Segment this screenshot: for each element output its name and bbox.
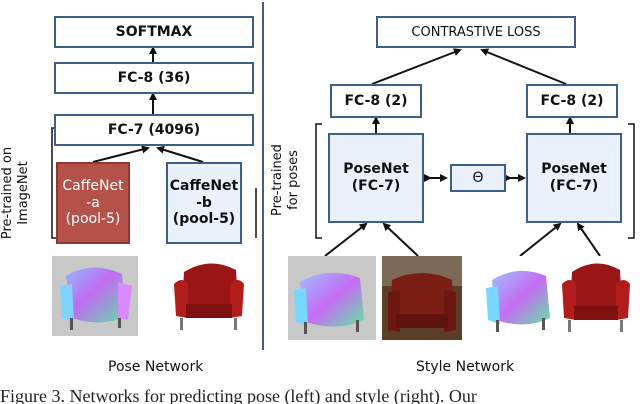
caffenet-b-line2: -b — [196, 194, 212, 211]
posenet-right-line2: (FC-7) — [549, 178, 599, 194]
caffenet-b-line3: (pool-5) — [172, 211, 236, 228]
posenet-left-line2: (FC-7) — [351, 178, 401, 194]
pretrained-imagenet-line1: Pre-trained on — [0, 146, 15, 240]
fc8-36-label: FC-8 (36) — [117, 70, 191, 86]
pretrained-imagenet-label: Pre-trained on ImageNet — [0, 138, 34, 248]
red-chair-image — [166, 256, 252, 336]
arrow-img1-to-posenet-left — [324, 222, 368, 257]
fc7-4096-box: FC-7 (4096) — [54, 114, 254, 146]
bracket-style-right — [628, 123, 635, 239]
softmax-box: SOFTMAX — [54, 16, 254, 48]
arrow-fc8-left-to-loss — [371, 48, 462, 85]
pose-network-caption: Pose Network — [108, 359, 204, 375]
posenet-right-line1: PoseNet — [541, 161, 607, 178]
fc8-2-right-label: FC-8 (2) — [540, 93, 604, 109]
theta-box: Θ — [450, 164, 506, 192]
arrow-caffenet-a-to-fc7 — [92, 145, 150, 163]
figure-caption: Figure 3. Networks for predicting pose (… — [0, 386, 477, 404]
leather-chair-photo-image — [382, 256, 462, 340]
arrow-img4-to-posenet-right — [576, 222, 601, 257]
theta-label: Θ — [472, 170, 484, 186]
caffenet-b-line1: CaffeNet — [169, 177, 239, 194]
contrastive-loss-label: CONTRASTIVE LOSS — [411, 24, 541, 40]
fc8-36-box: FC-8 (36) — [54, 62, 254, 94]
style-network-caption: Style Network — [416, 359, 515, 375]
fc7-4096-label: FC-7 (4096) — [107, 122, 201, 138]
style-normal-map-chair-2-image — [482, 256, 558, 340]
arrow-fc8-right-to-loss — [480, 48, 567, 85]
arrow-img3-to-posenet-right — [519, 222, 562, 257]
normal-map-chair-image — [52, 256, 138, 336]
softmax-label: SOFTMAX — [115, 24, 193, 40]
style-red-chair-image — [558, 256, 634, 340]
caffenet-a-line1: CaffeNet — [62, 177, 124, 194]
contrastive-loss-box: CONTRASTIVE LOSS — [376, 16, 576, 48]
pretrained-poses-line1: Pre-trained — [270, 144, 285, 216]
pretrained-poses-label: Pre-trained for poses — [270, 135, 304, 225]
fc8-2-left-box: FC-8 (2) — [330, 84, 422, 118]
fc8-2-right-box: FC-8 (2) — [526, 84, 618, 118]
fc8-2-left-label: FC-8 (2) — [344, 93, 408, 109]
arrow-caffenet-b-to-fc7 — [156, 145, 204, 163]
style-normal-map-chair-1-image — [288, 256, 376, 340]
caffenet-a-line2: -a — [86, 194, 100, 211]
caffenet-a-box: CaffeNet -a (pool-5) — [56, 162, 130, 244]
pretrained-poses-line2: for poses — [286, 150, 301, 210]
posenet-left-line1: PoseNet — [343, 161, 409, 178]
bracket-style-left — [315, 123, 322, 239]
caffenet-b-box: CaffeNet -b (pool-5) — [166, 162, 242, 244]
caffenet-a-line3: (pool-5) — [65, 211, 121, 228]
posenet-right-box: PoseNet (FC-7) — [526, 133, 622, 223]
pretrained-imagenet-line2: ImageNet — [16, 161, 31, 225]
arrow-img2-to-posenet-left — [382, 222, 419, 257]
posenet-left-box: PoseNet (FC-7) — [328, 133, 424, 223]
